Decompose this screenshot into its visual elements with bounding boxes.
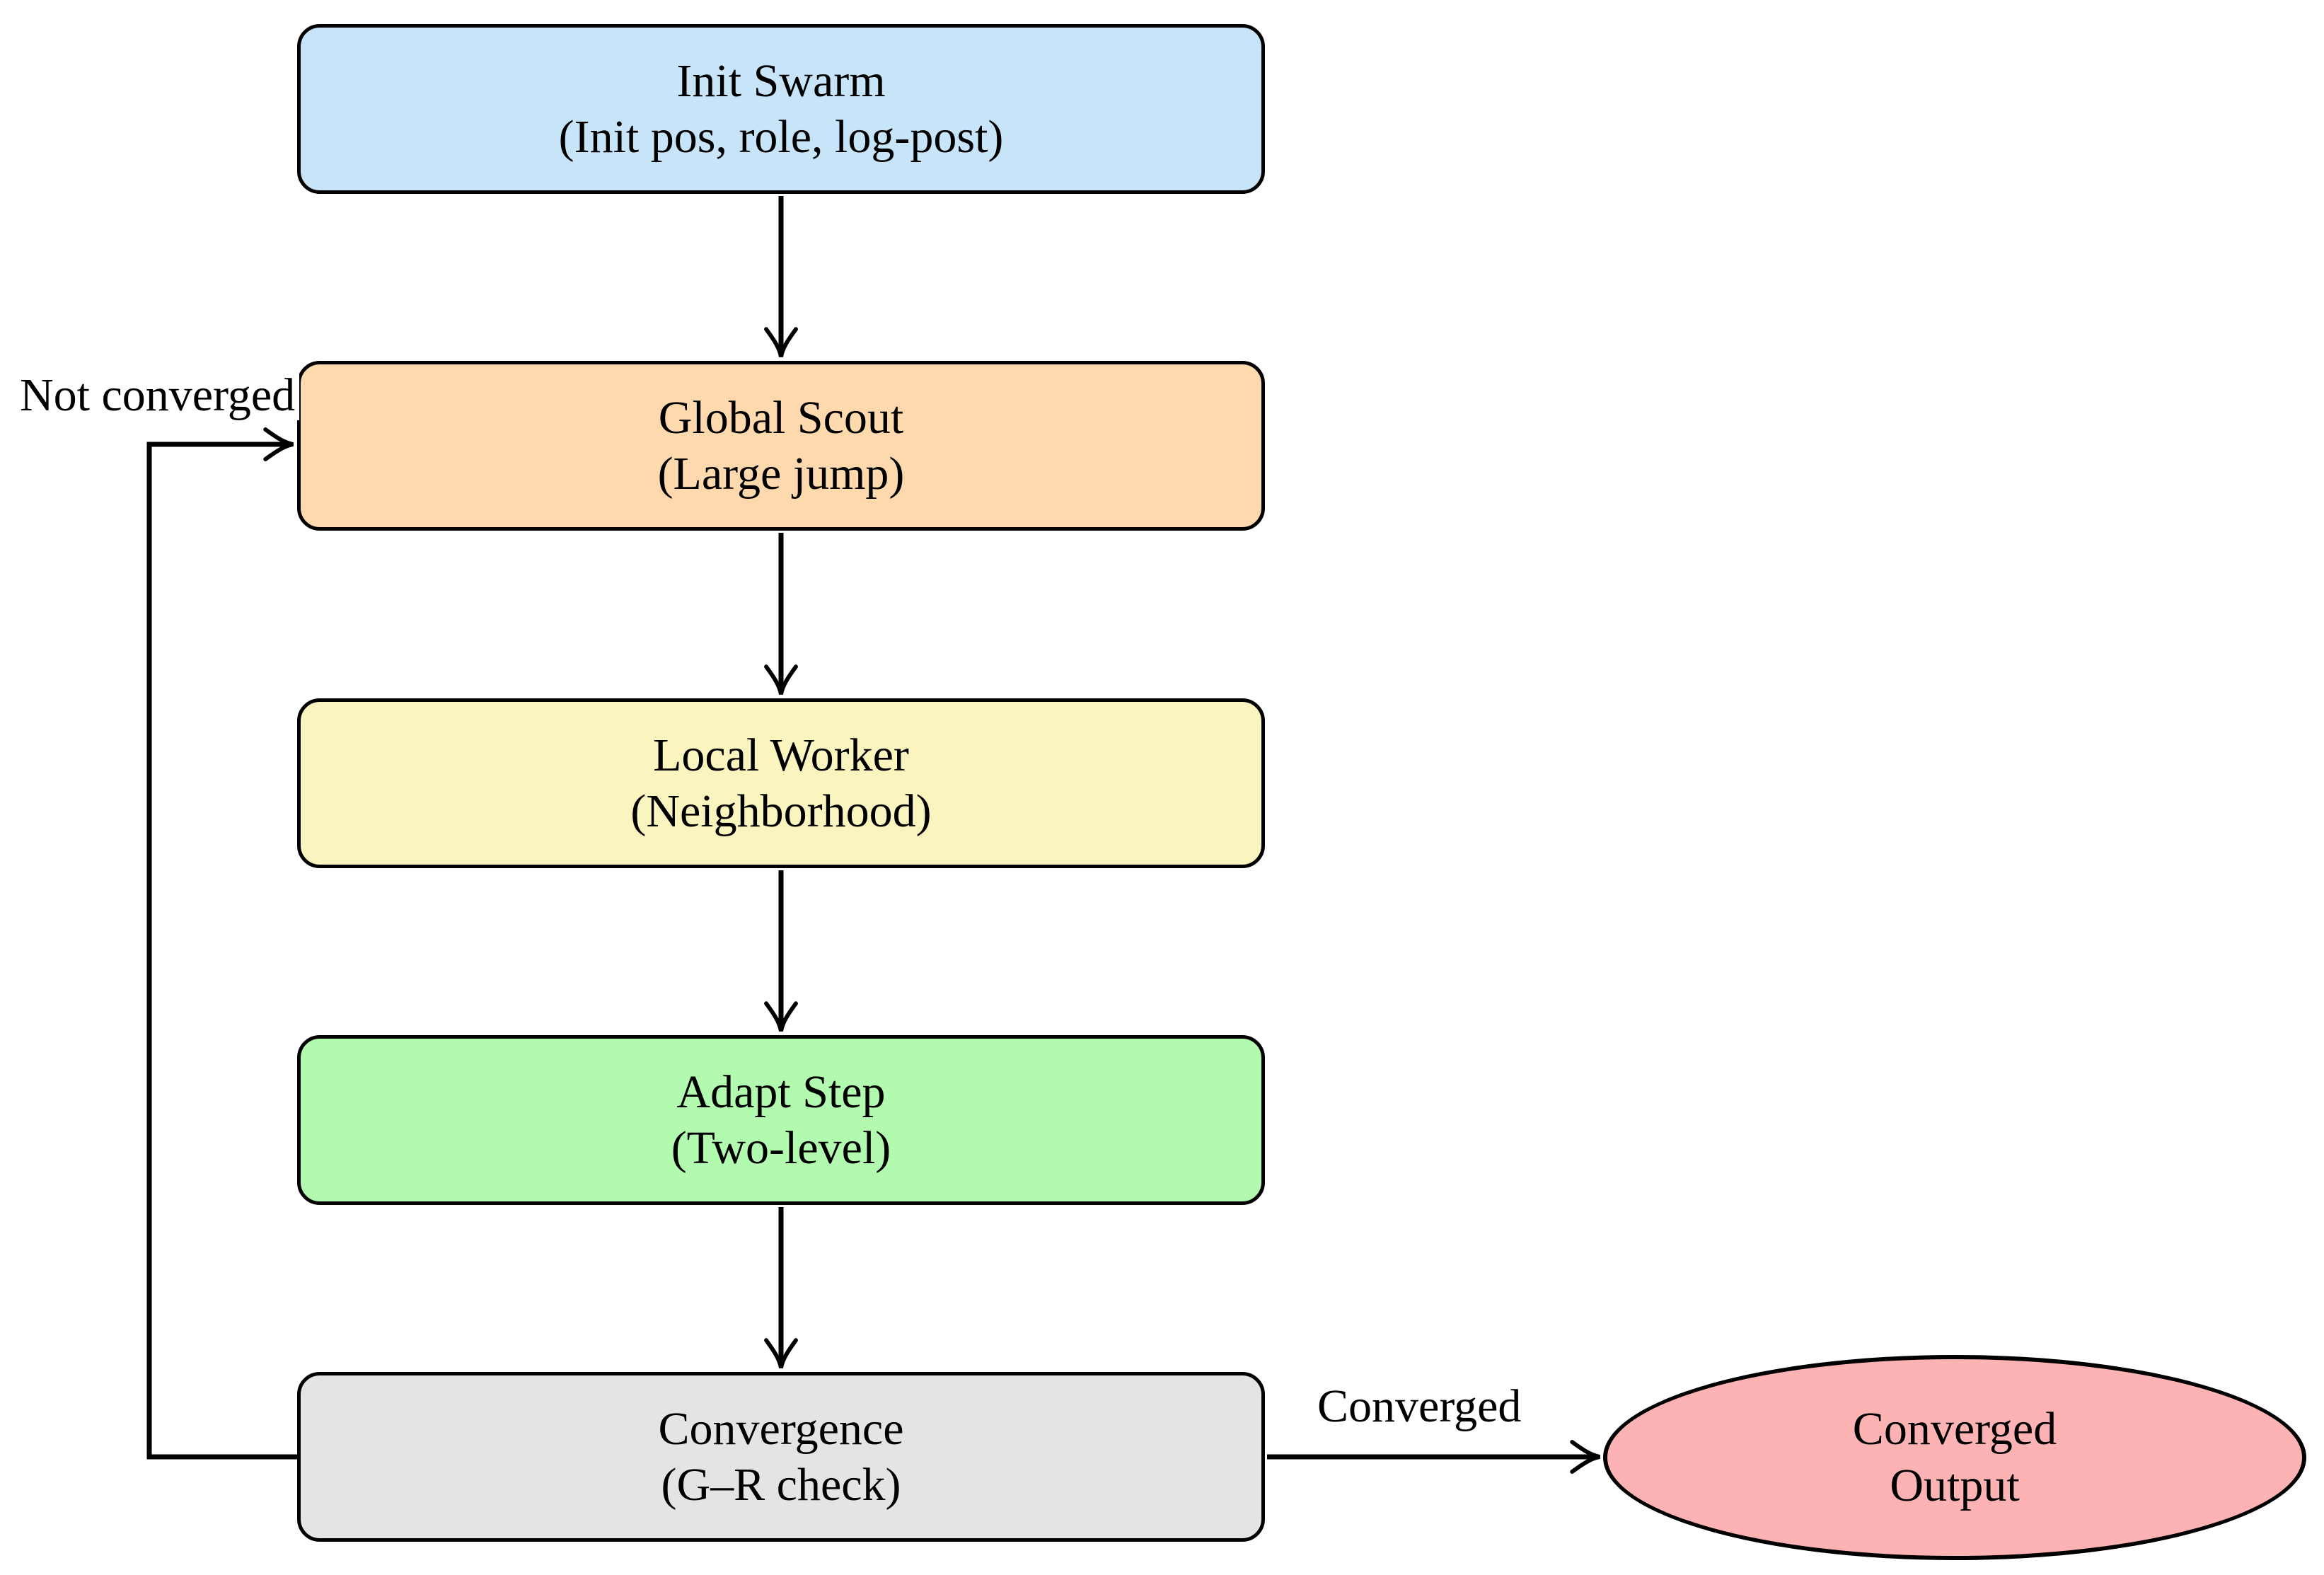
node-converged-output-line2: Output — [1890, 1460, 2020, 1511]
node-convergence-subtitle: (G–R check) — [661, 1459, 901, 1511]
node-local-worker: Local Worker (Neighborhood) — [297, 698, 1265, 868]
node-convergence: Convergence (G–R check) — [297, 1372, 1265, 1542]
node-local-worker-subtitle: (Neighborhood) — [630, 785, 932, 837]
node-convergence-title: Convergence — [658, 1403, 904, 1455]
node-init-swarm: Init Swarm (Init pos, role, log-post) — [297, 24, 1265, 194]
node-adapt-step: Adapt Step (Two-level) — [297, 1035, 1265, 1205]
node-converged-output: Converged Output — [1603, 1355, 2306, 1560]
node-local-worker-title: Local Worker — [653, 729, 909, 781]
node-adapt-step-title: Adapt Step — [676, 1066, 886, 1118]
node-init-swarm-title: Init Swarm — [676, 55, 886, 107]
node-global-scout: Global Scout (Large jump) — [297, 361, 1265, 531]
node-global-scout-title: Global Scout — [658, 392, 904, 444]
edge-label-converged: Converged — [1313, 1382, 1526, 1431]
node-global-scout-subtitle: (Large jump) — [657, 448, 905, 500]
node-init-swarm-subtitle: (Init pos, role, log-post) — [558, 111, 1004, 163]
edge-not-converged-loop — [146, 427, 297, 1460]
edge-label-not-converged: Not converged — [16, 371, 300, 420]
node-adapt-step-subtitle: (Two-level) — [671, 1122, 891, 1174]
node-converged-output-line1: Converged — [1852, 1403, 2057, 1455]
